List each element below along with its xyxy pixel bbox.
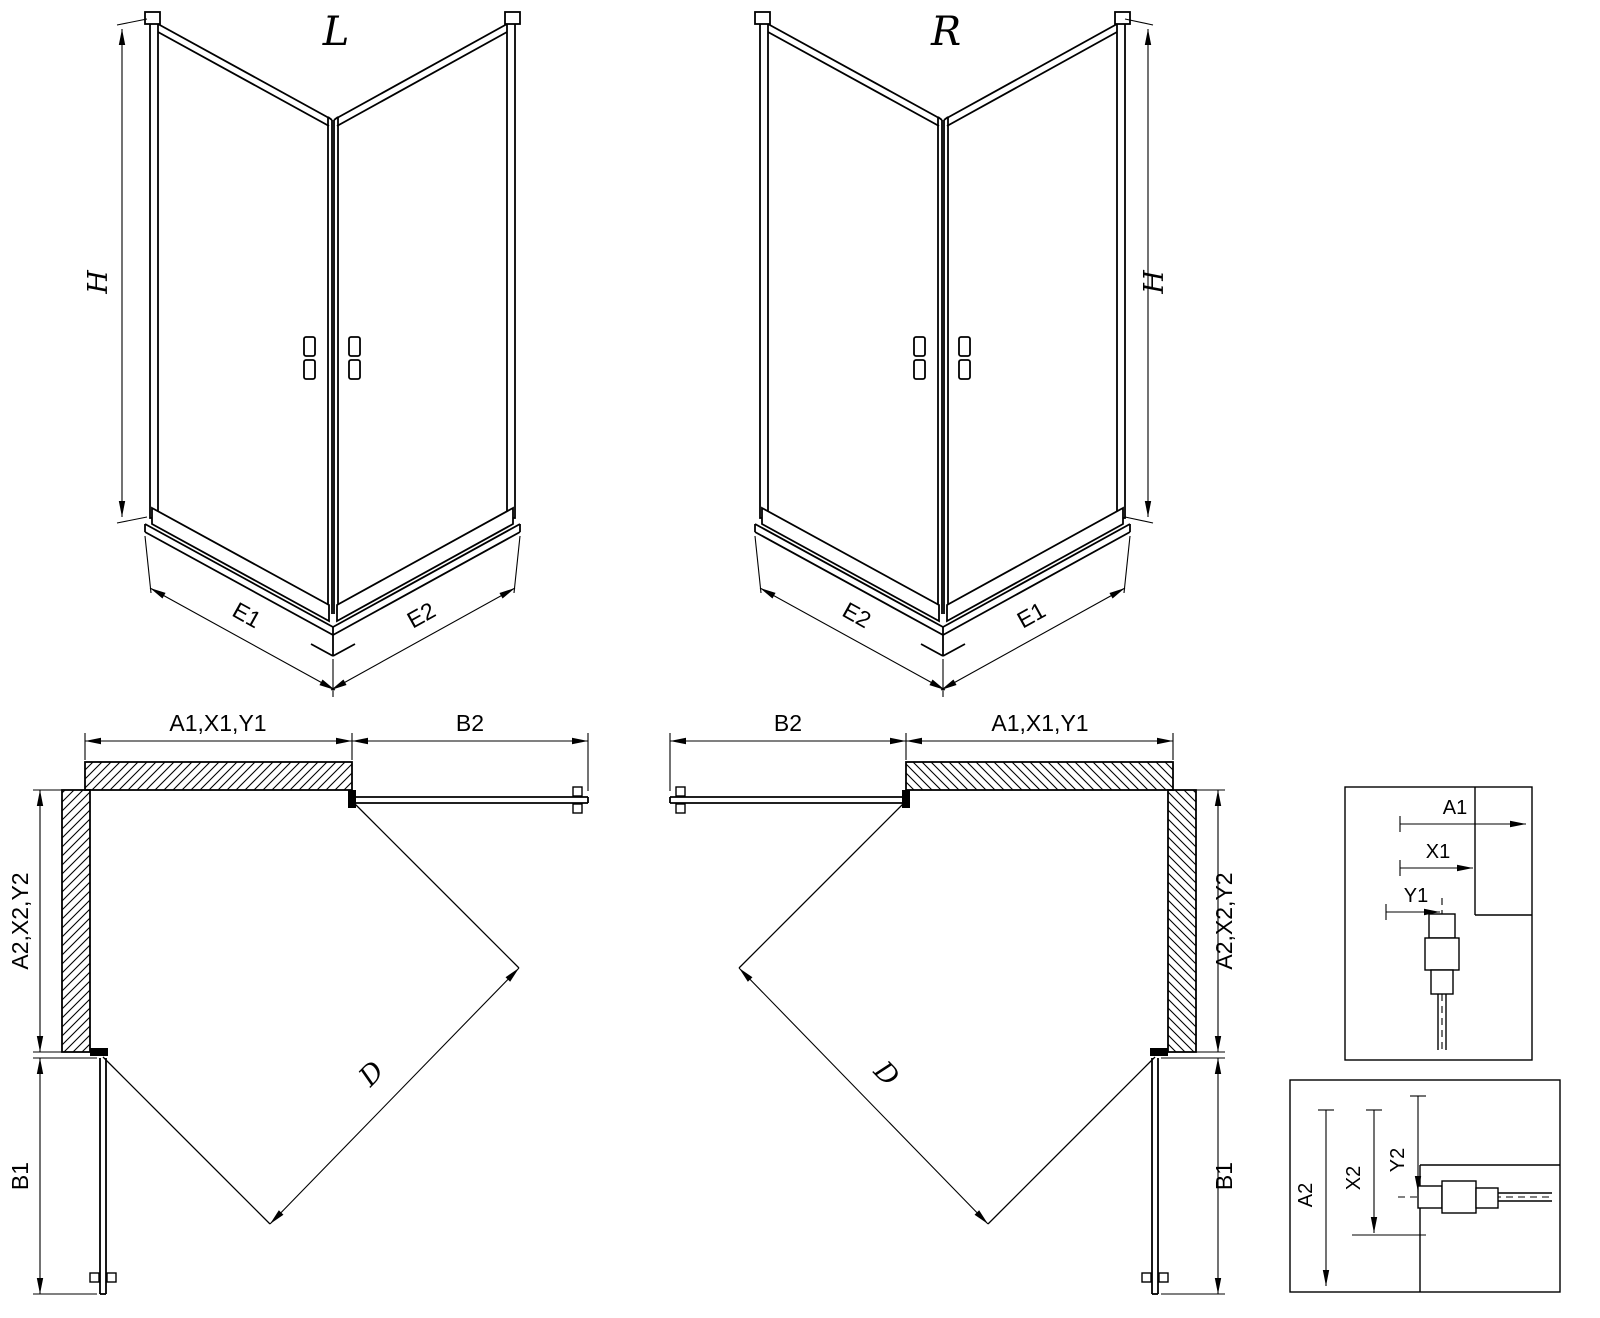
dim-label-e2-left: E2: [403, 597, 440, 633]
height-dimension-left: [116, 18, 148, 524]
width-dimensions-right: [754, 535, 1131, 697]
variant-label-left: L: [322, 9, 350, 55]
dim-label-d-left: D: [353, 1055, 391, 1093]
dim-label-b1-left: B1: [7, 1162, 33, 1190]
dim-label-y1-detail: Y1: [1404, 885, 1428, 907]
dim-label-a2x2y2-right: A2,X2,Y2: [1211, 872, 1237, 969]
dim-label-e1-left: E1: [228, 597, 265, 633]
dim-label-y2-detail: Y2: [1387, 1148, 1409, 1172]
variant-label-right: R: [930, 9, 961, 55]
dim-label-e1-right: E1: [1013, 597, 1050, 633]
enclosure-geometry-left: [144, 11, 521, 657]
dim-label-height-left: H: [83, 270, 114, 295]
dim-label-b1-right: B1: [1211, 1162, 1237, 1190]
plan-view-right: B2 A1,X1,Y1 A2,X2,Y2 B1 D: [670, 710, 1237, 1294]
plan-geometry-right: [670, 733, 1225, 1294]
dim-label-a2x2y2-left: A2,X2,Y2: [7, 872, 33, 969]
detail-view-top: A1 X1 Y1: [1344, 786, 1533, 1061]
dim-label-a1x1y1-left: A1,X1,Y1: [169, 710, 266, 736]
dim-label-x2-detail: X2: [1343, 1166, 1365, 1190]
width-dimensions-left: [144, 535, 521, 697]
dim-label-b2-left: B2: [456, 710, 484, 736]
dim-label-x1-detail: X1: [1426, 841, 1450, 863]
perspective-view-right: R H E2 E1: [754, 9, 1170, 697]
dim-label-b2-right: B2: [774, 710, 802, 736]
dim-label-a1-detail: A1: [1443, 797, 1467, 819]
perspective-view-left: L H E1 E2: [83, 9, 521, 697]
plan-geometry-left: [33, 733, 588, 1294]
dim-label-a2-detail: A2: [1295, 1183, 1317, 1207]
dim-label-height-right: H: [1139, 270, 1170, 295]
detail-view-bottom: A2 X2 Y2: [1289, 1079, 1561, 1293]
plan-view-left: A1,X1,Y1 B2 A2,X2,Y2 B1 D: [7, 710, 588, 1294]
height-dimension-right: [1124, 18, 1154, 524]
enclosure-geometry-right: [754, 11, 1131, 657]
dim-label-a1x1y1-right: A1,X1,Y1: [991, 710, 1088, 736]
dim-label-d-right: D: [867, 1055, 905, 1093]
dim-label-e2-right: E2: [838, 597, 875, 633]
